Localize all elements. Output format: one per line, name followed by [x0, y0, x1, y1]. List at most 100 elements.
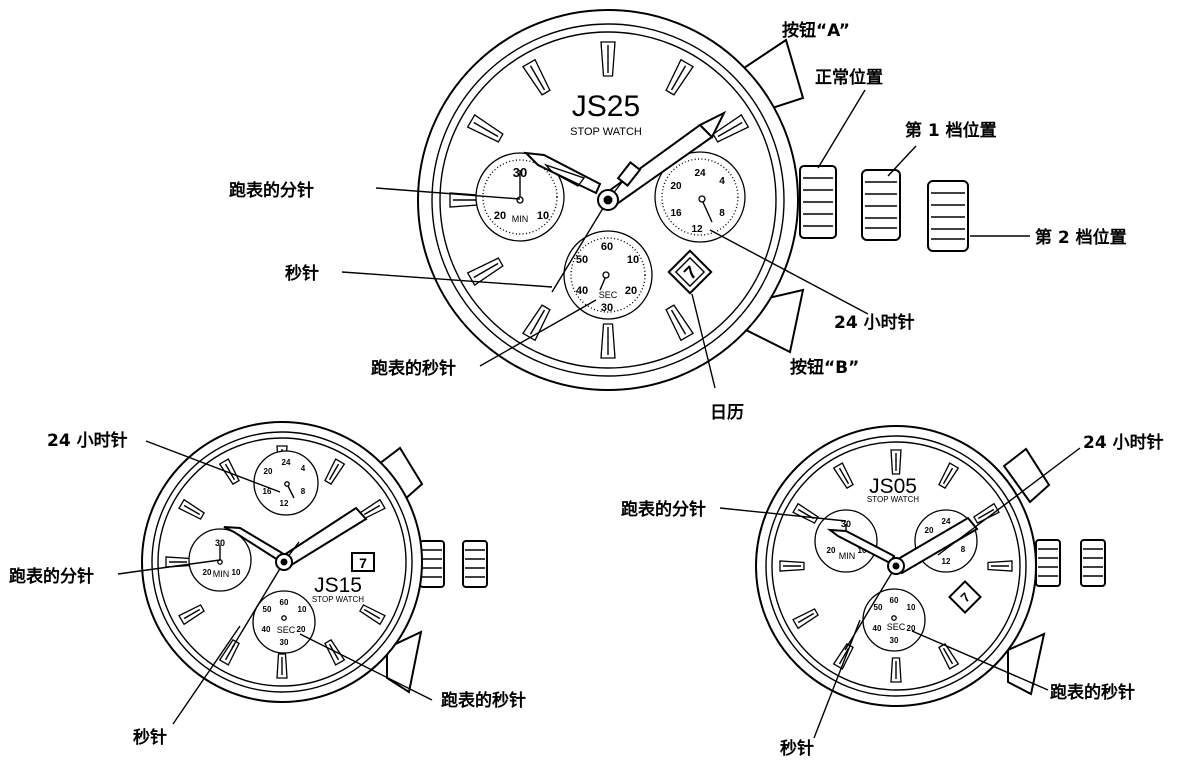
pusher-b-js15 [386, 630, 423, 694]
model-subtitle-js15: STOP WATCH [312, 595, 364, 604]
hour-marker-inlay [838, 647, 850, 665]
h24-24: 24 [694, 168, 706, 179]
label-24h-js15: 24 小时针 [47, 430, 128, 451]
sec-label: SEC [599, 290, 618, 300]
label-24h-top: 24 小时针 [834, 312, 915, 333]
js05-sec-60: 60 [890, 596, 899, 605]
js05-sec-40: 40 [873, 624, 882, 633]
label-first-position: 第 1 档位置 [905, 120, 997, 141]
h24-8: 8 [719, 208, 725, 219]
js15-h24-12: 12 [280, 499, 289, 508]
js05-min-label: MIN [839, 551, 856, 561]
js05-min-20: 20 [827, 546, 836, 555]
js15-min-10: 10 [232, 568, 241, 577]
js05-h24-20: 20 [925, 526, 934, 535]
js15-h24-16: 16 [263, 487, 272, 496]
crown-pulled-js05 [1080, 539, 1106, 587]
hour-marker-inlay [838, 467, 850, 485]
watch-js05: 30 20 MIN 10 24 4 20 16 8 12 60 50 10 40… [755, 425, 1106, 707]
hour-marker-inlay [529, 309, 546, 335]
hour-hand [523, 151, 602, 195]
hour-marker-inlay [942, 647, 954, 665]
js05-h24-24: 24 [942, 517, 951, 526]
hour-marker-inlay [977, 508, 995, 520]
watch-js25: 30 20 MIN 10 24 4 20 16 8 12 60 50 10 40… [417, 9, 969, 391]
hour-marker-inlay [473, 121, 499, 138]
label-button-b: 按钮“B” [790, 357, 859, 378]
hour-marker-inlay [797, 612, 815, 624]
js15-sec-label: SEC [277, 625, 296, 635]
hour-marker-inlay [183, 504, 201, 516]
label-stopwatch-minute-js15: 跑表的分针 [9, 566, 94, 587]
js15-sec-30: 30 [280, 638, 289, 647]
second-hand [551, 199, 609, 293]
crown-js05 [1035, 539, 1061, 587]
crown-position-2 [927, 180, 969, 252]
label-normal-position: 正常位置 [815, 67, 883, 88]
hour-marker-inlay [328, 463, 340, 481]
min-label: MIN [512, 214, 529, 224]
sec-40: 40 [576, 285, 588, 297]
model-subtitle: STOP WATCH [570, 126, 642, 138]
model-name-js05: JS05 [869, 475, 917, 498]
label-button-a: 按钮“A” [782, 20, 850, 41]
h24-4: 4 [719, 176, 725, 187]
js05-sec-20: 20 [907, 624, 916, 633]
crown-normal [799, 165, 837, 239]
js15-h24-24: 24 [282, 458, 291, 467]
date-window [667, 249, 713, 295]
model-name: JS25 [572, 90, 640, 123]
hour-marker-inlay [717, 121, 743, 138]
js15-min-30: 30 [215, 538, 225, 548]
date-window-js05 [948, 580, 982, 614]
pusher-b-js05 [1007, 632, 1046, 696]
hour-hand-js05 [826, 528, 896, 565]
date-digit-js15: 7 [359, 555, 367, 571]
dial [439, 31, 777, 369]
h24-20: 20 [670, 181, 682, 192]
label-second-position: 第 2 档位置 [1035, 227, 1127, 248]
label-stopwatch-minute-top: 跑表的分针 [229, 180, 314, 201]
model-subtitle-js05: STOP WATCH [867, 495, 919, 504]
js15-h24-20: 20 [264, 467, 273, 476]
hour-marker-inlay [183, 608, 201, 620]
js15-sec-60: 60 [280, 598, 289, 607]
sec-20: 20 [625, 285, 637, 297]
js05-sec-label: SEC [887, 622, 906, 632]
js15-min-20: 20 [203, 568, 212, 577]
js15-sec-40: 40 [262, 625, 271, 634]
js05-h24-8: 8 [961, 545, 966, 554]
watch-js15: 24 4 20 16 8 12 30 20 MIN 10 60 50 10 40… [141, 421, 488, 703]
second-hand-js15 [231, 561, 285, 649]
label-stopwatch-minute-js05: 跑表的分针 [621, 499, 706, 520]
label-stopwatch-second-top: 跑表的秒针 [371, 358, 456, 379]
js05-sec-50: 50 [874, 603, 883, 612]
crown-position-1 [861, 169, 901, 241]
label-24h-js05: 24 小时针 [1083, 432, 1164, 453]
crown-pulled-js15 [462, 540, 488, 588]
model-name-js15: JS15 [314, 574, 362, 597]
hour-marker-inlay [670, 65, 687, 91]
pusher-a-js05 [1002, 447, 1051, 504]
js15-min-label: MIN [213, 569, 230, 579]
hour-marker-inlay [328, 643, 340, 661]
subdial-second-js15 [252, 590, 316, 654]
js15-sec-20: 20 [297, 625, 306, 634]
callout-labels: 按钮“A” 正常位置 第 1 档位置 第 2 档位置 跑表的分针 秒针 跑表的秒… [9, 20, 1164, 759]
label-second-hand-js05: 秒针 [780, 738, 814, 759]
js15-h24-8: 8 [301, 487, 306, 496]
hour-marker-inlay [942, 467, 954, 485]
crown-js15 [419, 540, 445, 588]
hour-marker-inlay [363, 608, 381, 620]
h24-16: 16 [670, 208, 682, 219]
js15-sec-10: 10 [298, 605, 307, 614]
leader-lines [117, 89, 1081, 739]
js05-sec-30: 30 [890, 636, 899, 645]
js15-h24-4: 4 [301, 464, 306, 473]
label-calendar: 日历 [710, 403, 744, 423]
js05-sec-10: 10 [907, 603, 916, 612]
h24-12: 12 [691, 224, 703, 235]
sec-30: 30 [601, 302, 613, 314]
hour-marker-inlay [670, 309, 687, 335]
